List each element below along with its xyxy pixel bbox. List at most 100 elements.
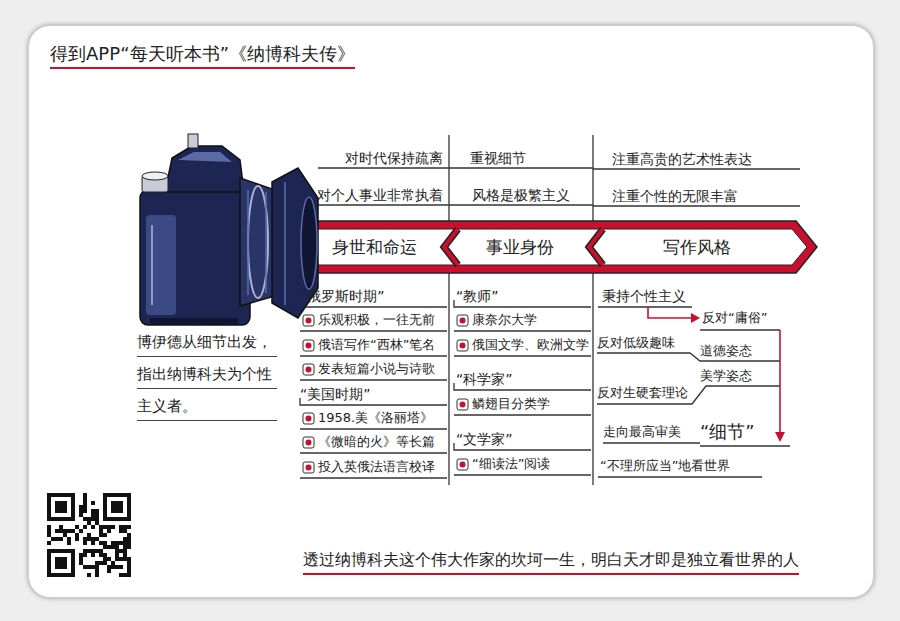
qr-code-part <box>103 505 107 509</box>
qr-code-part <box>63 561 67 565</box>
qr-code-part <box>91 501 95 505</box>
qr-code-part <box>59 549 63 553</box>
camera-illustration-part <box>140 190 250 325</box>
qr-code-part <box>103 561 107 565</box>
qr-code-part <box>95 521 99 525</box>
qr-code-part <box>95 549 99 553</box>
camera-illustration-part <box>240 178 275 306</box>
qr-code-part <box>127 557 131 561</box>
qr-code-part <box>59 529 63 533</box>
bullet-dots-part <box>460 343 466 349</box>
qr-code-part <box>63 509 67 513</box>
label: “文学家” <box>456 430 513 448</box>
qr-code-part <box>115 541 119 545</box>
red-arrows-part <box>779 330 781 434</box>
camera-illustration-part <box>247 190 249 295</box>
qr-code-part <box>47 541 51 545</box>
qr-code-part <box>103 501 107 505</box>
qr-code-part <box>47 573 51 577</box>
bullet-boxes-part <box>303 437 314 448</box>
qr-code-part <box>119 557 123 561</box>
qr-code-part <box>91 549 95 553</box>
label: “细读法”阅读 <box>472 456 550 473</box>
arrow-band <box>305 221 817 273</box>
qr-code-part <box>91 517 95 521</box>
label: 反对低级趣味 <box>597 335 675 352</box>
qr-code-part <box>47 549 51 553</box>
qr-code-part <box>83 525 87 529</box>
qr-code-part <box>115 493 119 497</box>
qr-code-part <box>55 501 59 505</box>
qr-code-part <box>115 505 119 509</box>
qr-code-part <box>99 553 103 557</box>
qr-code-part <box>55 561 59 565</box>
qr-code-part <box>71 513 75 517</box>
qr-code-part <box>95 509 99 513</box>
label: 走向最高审美 <box>603 424 681 441</box>
qr-code-part <box>127 565 131 569</box>
label: “俄罗斯时期” <box>300 287 385 305</box>
band-segment: 身世和命运 <box>328 235 421 259</box>
qr-code-part <box>51 493 55 497</box>
qr-code-part <box>107 493 111 497</box>
qr-code-part <box>99 549 103 553</box>
qr-code-part <box>71 565 75 569</box>
fishbone-lines-part <box>592 135 593 485</box>
band-segment: 事业身份 <box>482 235 558 259</box>
qr-code-part <box>127 561 131 565</box>
fishbone-lines-part <box>593 168 800 169</box>
qr-code-part <box>59 525 63 529</box>
qr-code-part <box>111 561 115 565</box>
bullet-boxes-part <box>303 413 314 424</box>
qr-code-part <box>75 525 79 529</box>
qr-code-part <box>111 505 115 509</box>
camera-illustration-part <box>151 225 153 305</box>
qr-code-part <box>119 573 123 577</box>
qr-code-part <box>67 541 71 545</box>
qr-code-part <box>55 573 59 577</box>
qr-code-part <box>99 541 103 545</box>
fishbone-lines-part <box>700 445 790 446</box>
qr-code-part <box>127 545 131 549</box>
qr-code-part <box>59 501 63 505</box>
qr-code-part <box>47 517 51 521</box>
qr-code-part <box>111 509 115 513</box>
label: “细节” <box>700 420 755 443</box>
fishbone-lines-part <box>454 355 591 356</box>
qr-code-part <box>55 529 59 533</box>
qr-code-part <box>59 561 63 565</box>
qr-code-part <box>123 553 127 557</box>
qr-code-part <box>103 493 107 497</box>
label: 反对“庸俗” <box>702 310 767 327</box>
label: 注重个性的无限丰富 <box>612 187 738 205</box>
qr-code-part <box>103 557 107 561</box>
qr-code-part <box>91 537 95 541</box>
qr-code-part <box>67 517 71 521</box>
camera-illustration-part <box>142 172 168 180</box>
qr-code-part <box>71 493 75 497</box>
qr-code-part <box>123 545 127 549</box>
label: 发表短篇小说与诗歌 <box>318 361 435 378</box>
qr-code-part <box>127 573 131 577</box>
label: 重视细节 <box>470 149 526 167</box>
qr-code-part <box>99 561 103 565</box>
camera-illustration-part <box>265 192 267 293</box>
qr-code-part <box>59 557 63 561</box>
qr-code-part <box>127 517 131 521</box>
bullet-dots-part <box>306 465 312 471</box>
qr-code-part <box>55 505 59 509</box>
qr-code-part <box>71 557 75 561</box>
qr-code-part <box>107 565 111 569</box>
qr-code-part <box>127 509 131 513</box>
qr-code-part <box>47 561 51 565</box>
qr-code-part <box>83 517 87 521</box>
qr-code-part <box>87 533 91 537</box>
qr-code-part <box>127 505 131 509</box>
qr-code-part <box>127 533 131 537</box>
qr-code-part <box>47 553 51 557</box>
qr-code-part <box>99 533 103 537</box>
qr-code-part <box>75 537 79 541</box>
qr-code-part <box>123 573 127 577</box>
